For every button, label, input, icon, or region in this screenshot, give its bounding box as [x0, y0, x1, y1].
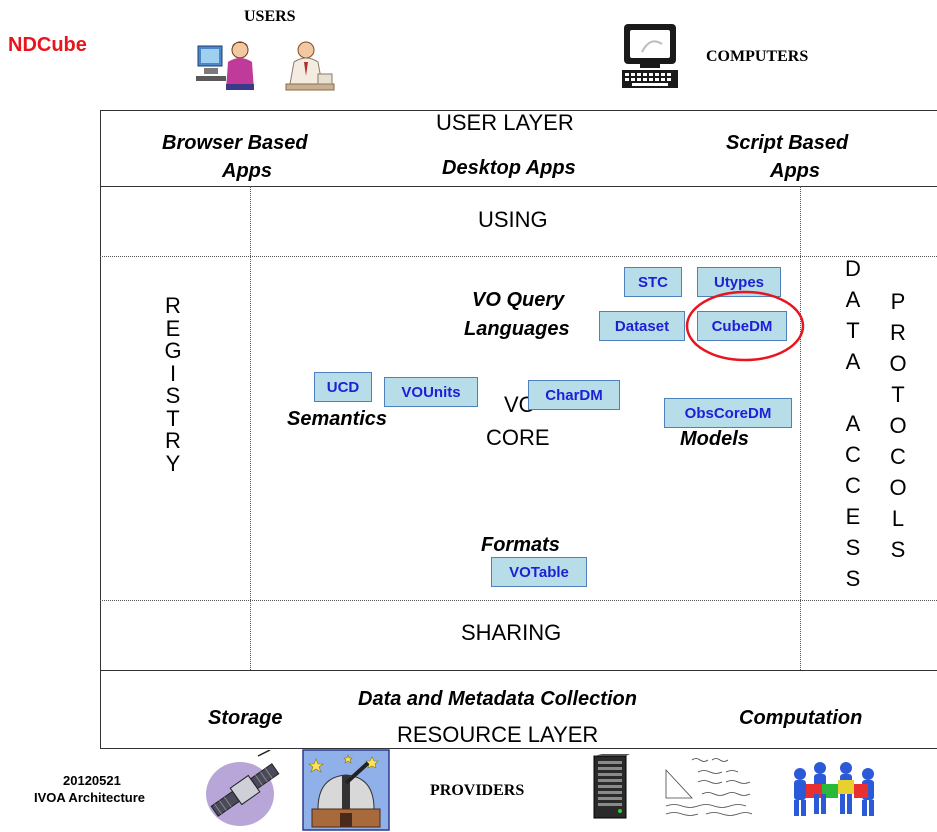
votable-box: VOTable [491, 557, 587, 587]
browser-apps-line1: Browser Based [162, 132, 308, 154]
registry-letter: G [164, 338, 182, 363]
computation-label: Computation [739, 707, 863, 729]
cubedm-box: CubeDM [697, 311, 787, 341]
data-access-letter: C [845, 442, 861, 467]
cubedm-highlight-circle [685, 290, 805, 362]
registry-letter: Y [165, 450, 181, 476]
footer-date: 20120521 [63, 773, 121, 788]
formats-label: Formats [481, 534, 560, 556]
satellite-icon [206, 750, 280, 826]
footer-caption: IVOA Architecture [34, 790, 146, 805]
protocols-letter: S [890, 537, 906, 562]
data-access-letter: A [845, 411, 861, 436]
resource-layer-title: RESOURCE LAYER [397, 722, 599, 747]
data-access-letter: A [845, 287, 861, 312]
server-rack-icon [593, 754, 630, 819]
data-access-letter [850, 377, 856, 408]
storage-label: Storage [208, 707, 283, 729]
data-access-letter: S [845, 566, 861, 591]
chardm-box: CharDM [528, 380, 620, 410]
registry-letter: S [165, 383, 181, 408]
ucd-box: UCD [314, 372, 372, 402]
data-access-letter: S [845, 535, 861, 560]
user-layer-title: USER LAYER [436, 110, 574, 135]
desktop-apps: Desktop Apps [442, 157, 576, 179]
frame-top-line [100, 110, 937, 111]
models-label: Models [680, 428, 749, 450]
using-bottom-line [100, 256, 937, 257]
protocols-letter: T [891, 382, 905, 407]
script-apps-line1: Script Based [726, 132, 849, 154]
observatory-icon [302, 749, 390, 831]
semantics-label: Semantics [287, 408, 388, 430]
utypes-box: Utypes [697, 267, 781, 297]
user-layer-bottom-line [100, 186, 937, 187]
dataset-box: Dataset [599, 311, 685, 341]
data-access-letter: T [846, 318, 860, 343]
registry-letter: T [166, 405, 180, 431]
data-metadata-collection: Data and Metadata Collection [358, 688, 637, 710]
computer-icon [622, 24, 678, 88]
registry-letter: R [165, 428, 181, 453]
puzzle-team-icon [794, 762, 874, 816]
vo-query-line2: Languages [464, 318, 570, 340]
registry-letter: E [165, 315, 181, 341]
browser-apps-line2: Apps [222, 160, 272, 182]
protocols-letter: C [890, 444, 906, 469]
providers-label: PROVIDERS [430, 782, 525, 799]
data-access-letter: A [845, 349, 861, 374]
protocols-letter: L [891, 506, 905, 531]
registry-letter: R [165, 293, 181, 318]
frame-left-line [100, 110, 101, 748]
users-label: USERS [244, 8, 296, 25]
protocols-letter: P [890, 289, 906, 314]
vo-query-line1: VO Query [472, 289, 565, 311]
protocols-letter: O [889, 475, 907, 500]
equations-sketch-icon [662, 754, 766, 822]
using-label: USING [478, 207, 548, 232]
data-access-letter: D [845, 256, 861, 281]
person-at-desk-icon [285, 41, 335, 91]
data-access-letter: E [845, 504, 861, 529]
protocols-letter: R [890, 320, 906, 345]
script-apps-line2: Apps [770, 160, 820, 182]
protocols-letter: O [889, 351, 907, 376]
protocols-letter: O [889, 413, 907, 438]
computers-label: COMPUTERS [706, 48, 809, 65]
protocols-divider [800, 186, 801, 670]
obscoredm-box: ObsCoreDM [664, 398, 792, 428]
sharing-top-line [100, 600, 937, 601]
registry-letter: I [169, 360, 177, 386]
stc-box: STC [624, 267, 682, 297]
vo-core-line2: CORE [486, 425, 550, 450]
user-at-computer-icon [196, 41, 254, 90]
sharing-label: SHARING [461, 620, 562, 645]
resource-layer-top-line [100, 670, 937, 671]
corner-title: NDCube [8, 34, 87, 56]
registry-divider [250, 186, 251, 670]
vounits-box: VOUnits [384, 377, 478, 407]
frame-bottom-line [100, 748, 937, 749]
data-access-letter: C [845, 473, 861, 498]
